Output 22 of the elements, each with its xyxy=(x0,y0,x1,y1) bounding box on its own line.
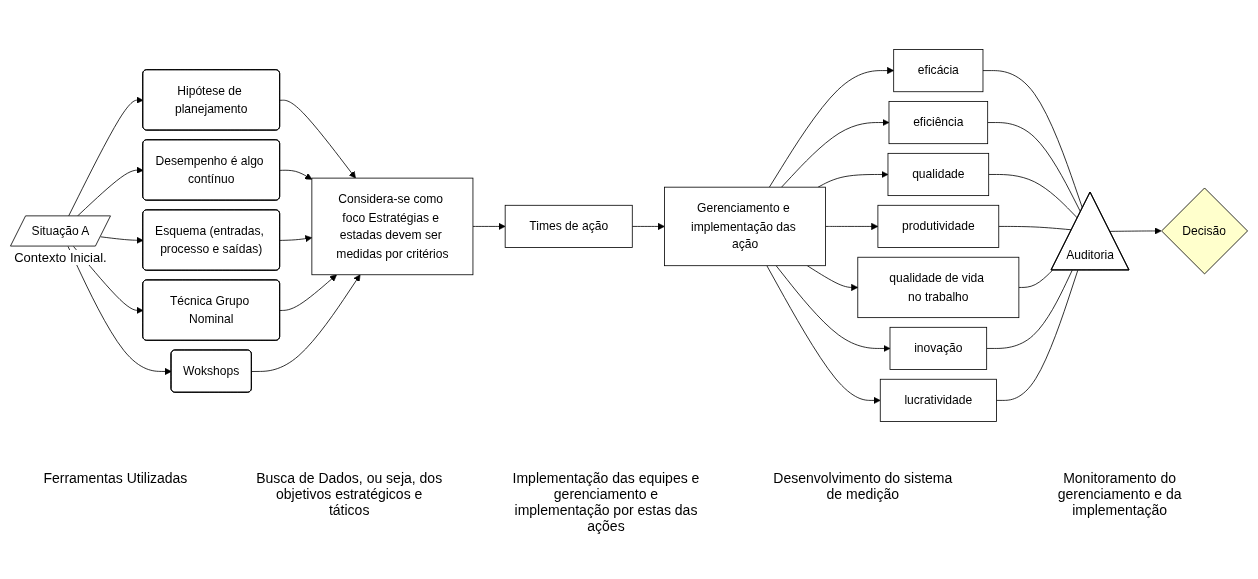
node-box: produtividade xyxy=(877,204,1000,248)
node-box: eficácia xyxy=(893,48,984,92)
connector xyxy=(986,269,1073,349)
node-box: qualidade xyxy=(887,152,990,196)
connector xyxy=(1018,269,1053,288)
node-box: lucratividade xyxy=(879,378,997,422)
column-caption: Desenvolvimento do sistema de medição xyxy=(772,470,954,502)
node-diamond: Decisão xyxy=(1161,187,1248,274)
column-caption: Monitoramento do gerenciamento e da implementação xyxy=(1056,470,1183,518)
node-box: Gerenciamento e implementação das ação xyxy=(664,186,826,266)
node-box: Considera-se como foco Estratégias e estadas devem ser medidas por critérios xyxy=(311,177,474,275)
column-caption: Implementação das equipes e gerenciamento e implementação por estas das ações xyxy=(511,470,701,534)
connector xyxy=(988,173,1078,219)
connector xyxy=(987,121,1082,212)
node-box: qualidade de vida no trabalho xyxy=(857,256,1020,318)
connector xyxy=(996,269,1079,401)
column-caption: Busca de Dados, ou seja, dos objetivos estratégicos e táticos xyxy=(255,470,444,518)
node-caption: Contexto Inicial. xyxy=(12,249,109,265)
node-box: Times de ação xyxy=(504,204,633,248)
node-box: eficiência xyxy=(888,100,989,144)
column-caption: Ferramentas Utilizadas xyxy=(43,470,188,486)
node-box: inovação xyxy=(889,326,988,370)
